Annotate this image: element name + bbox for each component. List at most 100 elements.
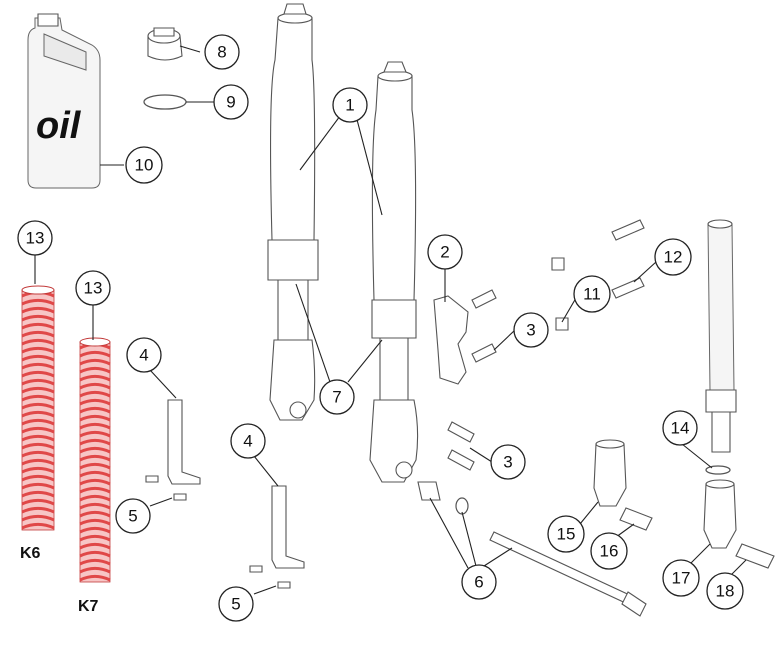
spring-k6 [21, 285, 55, 531]
spring-coil [21, 370, 55, 378]
spring-coil [79, 542, 111, 550]
callout-5-lower: 5 [218, 586, 254, 622]
callout-number: 10 [135, 156, 154, 175]
spring-coil [21, 378, 55, 386]
oil-label: oil [36, 105, 82, 147]
spring-coil [21, 298, 55, 306]
callout-3-lower: 3 [490, 444, 526, 480]
callout-number: 7 [332, 388, 341, 407]
spring-coil [79, 478, 111, 486]
callout-16: 16 [590, 532, 628, 570]
callout-8: 8 [204, 34, 240, 70]
spring-coil [79, 382, 111, 390]
callout-number: 15 [557, 525, 576, 544]
spring-coil [21, 346, 55, 354]
callout-7: 7 [319, 379, 355, 415]
callout-13-k7: 13 [75, 270, 111, 306]
spring-coil [79, 350, 111, 358]
caliper-bracket [433, 295, 469, 385]
kit-label-k7: K7 [78, 598, 99, 615]
spring-coil [79, 494, 111, 502]
kit-label-k6: K6 [20, 545, 41, 562]
o-ring-seal [143, 94, 187, 110]
spring-coil [79, 534, 111, 542]
spring-coil [21, 522, 55, 530]
spring-coil [79, 414, 111, 422]
axle-spacer-16 [619, 507, 653, 531]
spring-coil [21, 506, 55, 514]
callout-number: 18 [716, 582, 735, 601]
spring-coil [79, 574, 111, 582]
spring-coil [79, 526, 111, 534]
spring-coil [21, 514, 55, 522]
callout-4-upper: 4 [126, 337, 162, 373]
spring-coil [21, 426, 55, 434]
callout-14: 14 [662, 410, 698, 446]
spring-coil [21, 474, 55, 482]
lower-slider [593, 439, 627, 507]
callout-2: 2 [427, 234, 463, 270]
spring-coil [21, 450, 55, 458]
spring-coil [79, 422, 111, 430]
callout-number: 13 [26, 229, 45, 248]
spring-coil [21, 394, 55, 402]
callout-10: 10 [125, 146, 163, 184]
callout-9: 9 [213, 84, 249, 120]
spring-coil [21, 442, 55, 450]
callout-6: 6 [461, 564, 497, 600]
callout-number: 16 [600, 542, 619, 561]
callout-1: 1 [332, 87, 368, 123]
callout-number: 5 [231, 595, 240, 614]
callout-13-k6: 13 [17, 220, 53, 256]
spring-coil [21, 338, 55, 346]
callout-5-upper: 5 [115, 498, 151, 534]
spring-coil [21, 410, 55, 418]
spring-coil [79, 358, 111, 366]
spring-coil [79, 374, 111, 382]
spring-coil [79, 438, 111, 446]
fork-leg-right [369, 61, 419, 483]
spring-coil [79, 406, 111, 414]
spring-coil [21, 402, 55, 410]
callout-number: 8 [217, 43, 226, 62]
callout-11: 11 [573, 275, 611, 313]
callout-number: 17 [672, 569, 691, 588]
oil-bottle: oil [27, 13, 101, 189]
axle-shaft [417, 481, 647, 617]
callout-number: 2 [440, 243, 449, 262]
spring-coil [79, 366, 111, 374]
spring-coil [79, 446, 111, 454]
spring-coil [79, 566, 111, 574]
spring-coil [21, 330, 55, 338]
callout-17: 17 [662, 559, 700, 597]
callout-number: 4 [139, 346, 148, 365]
spring-coil [21, 314, 55, 322]
callout-number: 4 [243, 432, 252, 451]
spring-coil [21, 418, 55, 426]
spring-coil [79, 550, 111, 558]
callout-4-lower: 4 [230, 423, 266, 459]
spring-coil [79, 558, 111, 566]
callout-number: 12 [664, 248, 683, 267]
fork-leg-small [703, 219, 737, 549]
spring-coil [79, 518, 111, 526]
spring-coil [79, 470, 111, 478]
leader-lines [34, 45, 747, 595]
fork-leg-left [267, 3, 319, 421]
callout-number: 13 [84, 279, 103, 298]
spring-coil [79, 390, 111, 398]
callout-18: 18 [706, 572, 744, 610]
callout-number: 1 [345, 96, 354, 115]
callout-number: 11 [583, 285, 601, 304]
spring-coil [21, 490, 55, 498]
callout-number: 14 [671, 419, 690, 438]
spring-coil [21, 306, 55, 314]
callout-15: 15 [547, 515, 585, 553]
callout-number: 3 [503, 453, 512, 472]
spring-coil [79, 462, 111, 470]
fork-cap [147, 27, 183, 61]
spring-coil [21, 362, 55, 370]
spring-coil [79, 430, 111, 438]
callout-number: 5 [128, 507, 137, 526]
